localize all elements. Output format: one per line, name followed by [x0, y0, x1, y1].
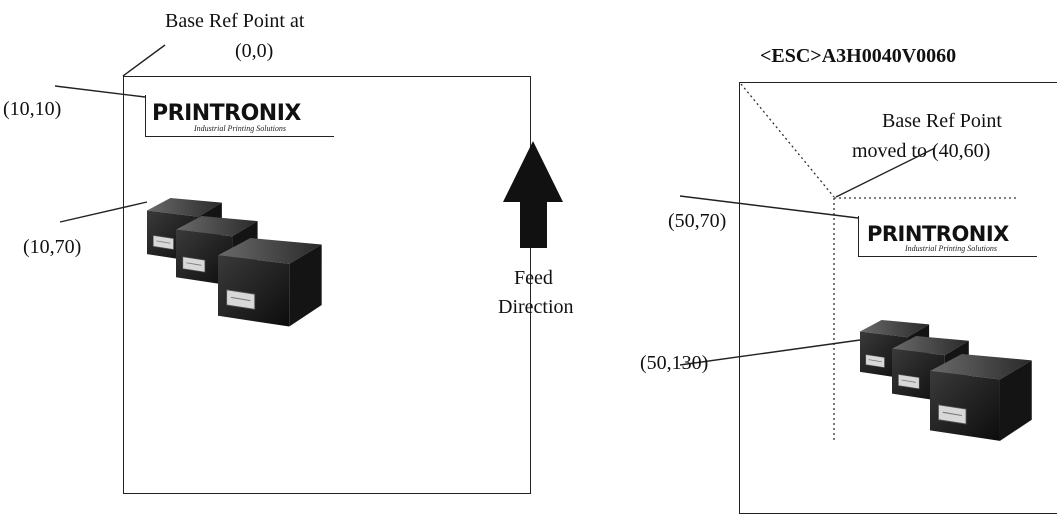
right-base-ref-coords: moved to (40,60) [852, 140, 991, 162]
left-logo-block: PRINTRONIX Industrial Printing Solutions [145, 95, 334, 137]
right-label-page [739, 82, 1057, 514]
left-logo-coords: (10,10) [3, 98, 62, 120]
right-logo-coords: (50,70) [668, 210, 727, 232]
left-logo-text: PRINTRONIX [152, 101, 301, 126]
left-base-ref-label: Base Ref Point at [165, 10, 305, 32]
right-printer-illustration [859, 319, 1033, 442]
left-printer-coords: (10,70) [23, 236, 82, 258]
command-string: <ESC>A3H0040V0060 [760, 45, 957, 67]
right-logo-block: PRINTRONIX Industrial Printing Solutions [858, 216, 1037, 257]
feed-label-line2: Direction [498, 296, 574, 318]
left-printer-illustration [146, 197, 323, 328]
right-logo-tagline: Industrial Printing Solutions [905, 244, 998, 253]
right-printer-leader [679, 339, 861, 366]
right-base-ref-leader [835, 147, 936, 198]
left-base-ref-coords: (0,0) [235, 40, 274, 62]
left-printer-leader [59, 201, 148, 223]
left-label-page [123, 76, 531, 494]
left-base-ref-leader [122, 44, 166, 77]
up-arrow-icon [503, 141, 563, 248]
right-logo-text: PRINTRONIX [867, 222, 1009, 246]
diagram-graphics [54, 44, 1033, 442]
right-offset-diagonal [740, 83, 835, 198]
right-logo-leader [679, 195, 859, 219]
right-printer-coords: (50,130) [640, 352, 709, 374]
right-base-ref-label: Base Ref Point [882, 110, 1002, 132]
feed-label-line1: Feed [514, 267, 553, 289]
left-logo-tagline: Industrial Printing Solutions [194, 124, 287, 133]
left-logo-leader [54, 85, 146, 98]
